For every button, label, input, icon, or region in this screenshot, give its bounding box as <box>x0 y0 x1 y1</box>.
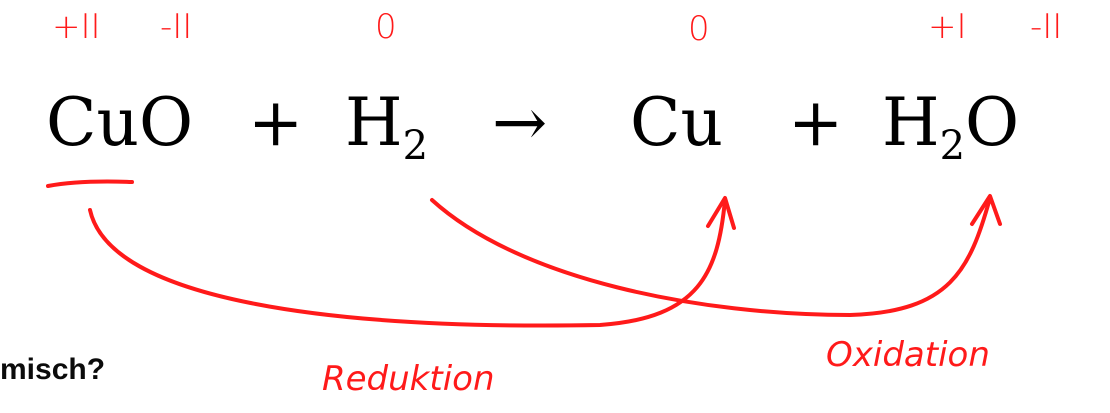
product-cu: Cu <box>630 84 724 161</box>
question-fragment: misch? <box>0 353 106 386</box>
h2o-base: H <box>882 84 940 161</box>
oxidation-arrow <box>430 196 992 317</box>
h2o-tail: O <box>965 84 1020 161</box>
h2-base: H <box>345 84 403 161</box>
oxidation-arrowhead <box>970 194 1002 226</box>
oxnum-cu-cuo: +II <box>52 7 101 47</box>
oxnum-o-cuo: -II <box>160 7 193 47</box>
reactant-cuo: CuO <box>46 84 194 161</box>
reaction-arrow: → <box>492 84 548 161</box>
reactant-h2: H2 <box>345 90 428 167</box>
oxnum-h-h2o: +I <box>928 7 967 47</box>
cuo-underline <box>46 179 134 188</box>
plus-sign-2: + <box>788 84 844 161</box>
oxnum-cu: 0 <box>688 9 710 49</box>
plus-sign-1: + <box>248 84 304 161</box>
oxnum-h-h2: 0 <box>375 7 397 47</box>
h2-subscript: 2 <box>402 123 429 169</box>
h2o-subscript: 2 <box>939 123 966 169</box>
product-h2o: H2O <box>882 90 1019 167</box>
oxidation-label: Oxidation <box>826 335 990 375</box>
reduction-arrowhead <box>706 196 736 230</box>
oxnum-o-h2o: -II <box>1030 7 1063 47</box>
reduction-arrow <box>88 198 727 328</box>
reduction-label: Reduktion <box>322 359 495 399</box>
